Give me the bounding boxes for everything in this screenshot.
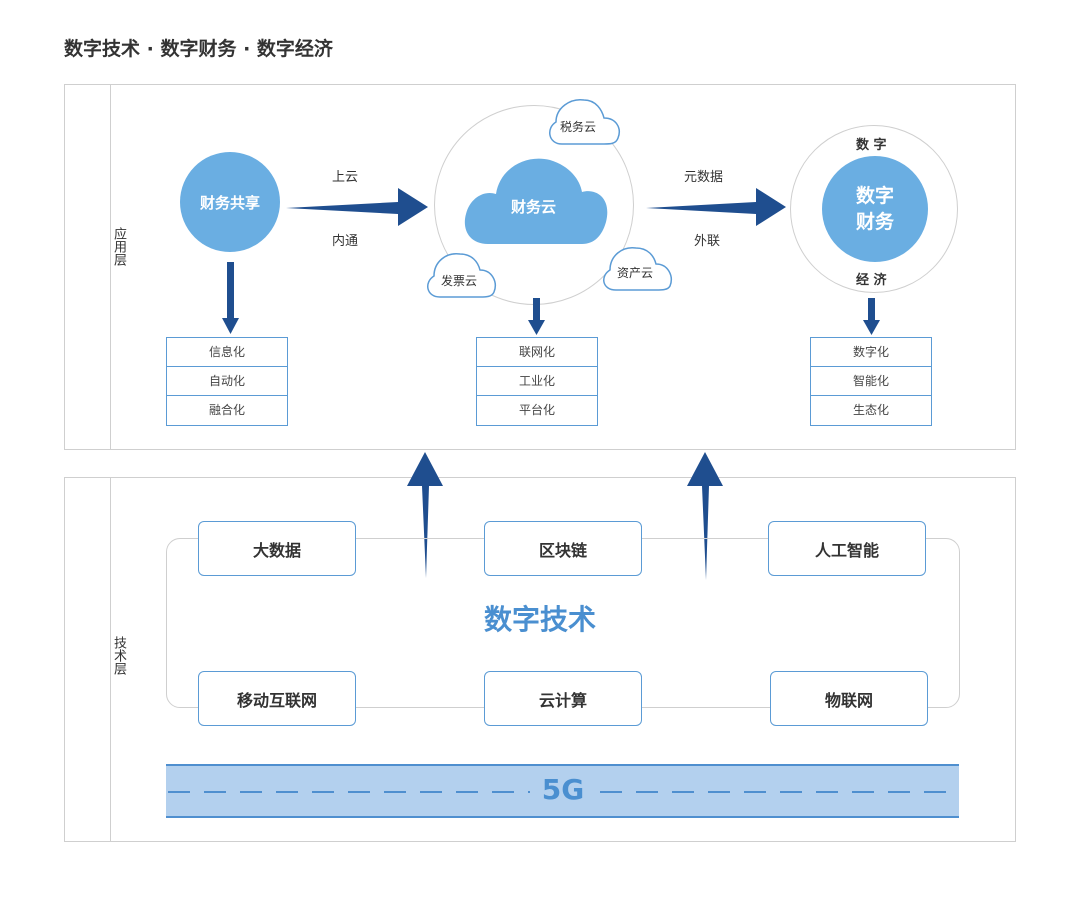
digital-ring-bottom-label: 经 济 (856, 273, 887, 288)
stack-item: 平台化 (518, 403, 555, 417)
cloud-stack: 联网化 工业化 平台化 (476, 337, 598, 426)
tech-box-iot: 物联网 (770, 671, 928, 726)
stack-item: 智能化 (811, 367, 931, 396)
application-layer-label: 应用层 (111, 227, 126, 266)
tech-box-big-data: 大数据 (198, 521, 356, 576)
page-title: 数字技术 · 数字财务 · 数字经济 (64, 38, 333, 60)
tech-layer-panel: 技术层 (64, 477, 1016, 842)
arrow-internal-label: 内通 (332, 234, 359, 249)
stack-item: 数字化 (811, 338, 931, 367)
finance-cloud-label: 财务云 (511, 198, 557, 216)
tech-layer-label: 技术层 (111, 636, 126, 675)
tech-box-ai: 人工智能 (768, 521, 926, 576)
arrow-metadata-label: 元数据 (684, 170, 724, 185)
tech-box-blockchain: 区块链 (484, 521, 642, 576)
arrow-external-label: 外联 (694, 234, 721, 249)
tax-cloud-label: 税务云 (560, 120, 597, 134)
arrow-up-cloud-label: 上云 (332, 170, 359, 185)
tech-layer-side: 技术层 (65, 478, 126, 841)
finance-sharing-circle: 财务共享 (180, 152, 280, 252)
tech-box-mobile-internet: 移动互联网 (198, 671, 356, 726)
shared-stack: 信息化 自动化 融合化 (166, 337, 288, 426)
digital-finance-circle: 数字 财务 (822, 156, 928, 262)
digital-stack: 数字化 智能化 生态化 (810, 337, 932, 426)
stack-item: 联网化 (477, 338, 597, 367)
stack-item: 融合化 (208, 403, 245, 417)
digital-ring-top-label: 数 字 (856, 138, 887, 153)
5g-label: 5G (530, 770, 596, 810)
invoice-cloud-label: 发票云 (441, 274, 478, 288)
stack-item: 信息化 (167, 338, 287, 367)
application-layer-panel: 应用层 (64, 84, 1016, 450)
tech-center-title: 数字技术 (483, 603, 596, 636)
stack-item: 自动化 (167, 367, 287, 396)
digital-ring (790, 125, 958, 293)
stack-item: 生态化 (852, 403, 889, 417)
stack-item: 工业化 (477, 367, 597, 396)
application-layer-side: 应用层 (65, 85, 126, 449)
tech-box-cloud-computing: 云计算 (484, 671, 642, 726)
asset-cloud-label: 资产云 (617, 266, 654, 280)
